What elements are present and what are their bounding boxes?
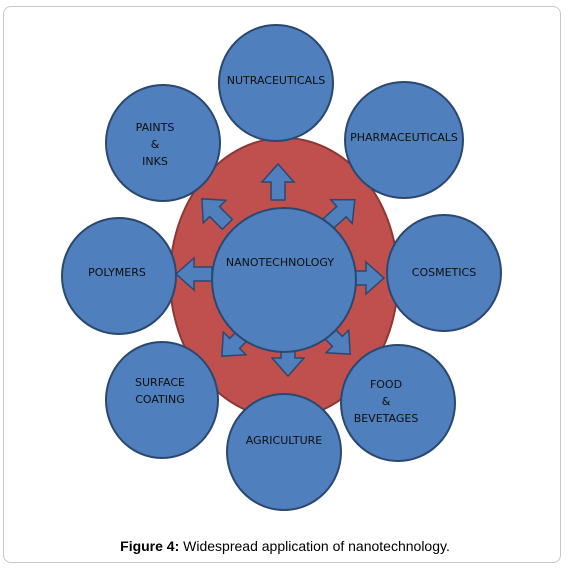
arrow-left-icon [174, 256, 213, 292]
arrow-upper-left-icon [201, 198, 234, 231]
node-cosmetics: COSMETICS [386, 214, 502, 332]
node-circle [344, 81, 464, 199]
node-circle [218, 24, 334, 142]
node-circle [61, 217, 177, 335]
node-circle [386, 214, 502, 332]
node-circle [340, 344, 456, 462]
node-label: INKS [142, 155, 168, 168]
figure-caption: Figure 4: Widespread application of nano… [0, 538, 570, 554]
node-label: NUTRACEUTICALS [227, 74, 326, 87]
node-nutraceuticals: NUTRACEUTICALS [218, 24, 334, 142]
node-polymers: POLYMERS [61, 217, 177, 335]
node-label: AGRICULTURE [246, 434, 323, 447]
node-label: PHARMACEUTICALS [350, 131, 458, 144]
node-label: FOOD [370, 378, 402, 391]
node-label: SURFACE [135, 376, 185, 389]
node-surface-coating: SURFACE COATING [105, 341, 219, 459]
node-pharmaceuticals: PHARMACEUTICALS [344, 81, 464, 199]
node-label: POLYMERS [88, 266, 146, 279]
figure-number: Figure 4: [120, 538, 180, 554]
center-circle [211, 207, 357, 353]
node-label: BEVETAGES [354, 412, 419, 425]
application-nodes: NUTRACEUTICALS PHARMACEUTICALS COSMETICS FO… [61, 24, 502, 511]
node-circle [226, 393, 342, 511]
center-label: NANOTECHNOLOGY [226, 256, 335, 269]
arrow-upper-right-icon [322, 198, 356, 230]
node-circle [105, 341, 219, 459]
node-label: PAINTS [136, 121, 175, 134]
node-label: & [382, 395, 391, 408]
node-circle [105, 84, 221, 202]
node-label: COSMETICS [412, 266, 476, 279]
arrow-up-icon [260, 162, 296, 201]
node-label: & [151, 138, 160, 151]
caption-text: Widespread application of nanotechnology… [179, 538, 450, 554]
node-paints-inks: PAINTS & INKS [105, 84, 221, 202]
node-food-beverages: FOOD & BEVETAGES [340, 344, 456, 462]
node-label: COATING [135, 393, 185, 406]
node-agriculture: AGRICULTURE [226, 393, 342, 511]
